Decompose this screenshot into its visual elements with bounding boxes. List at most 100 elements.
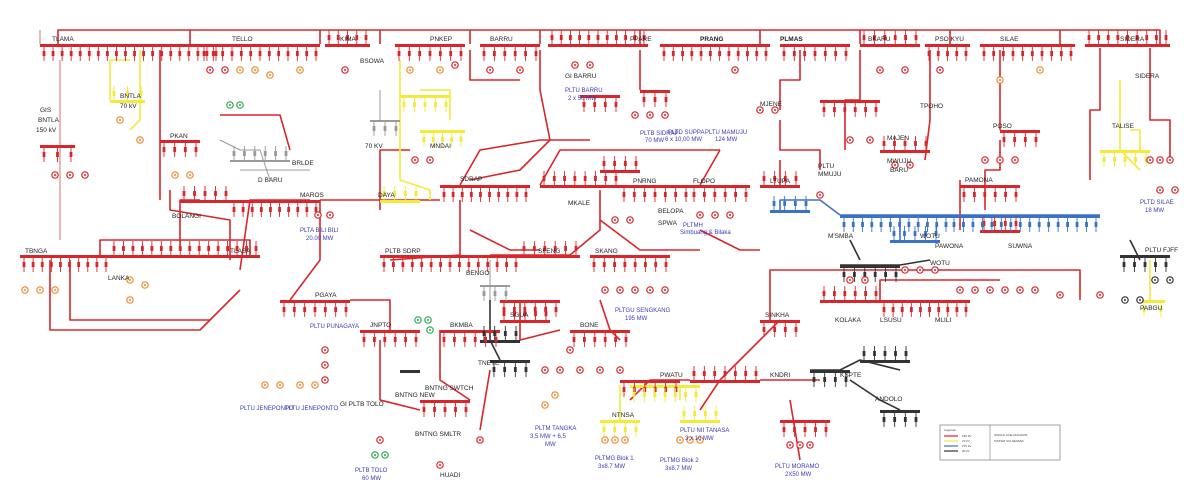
- breaker-309: [893, 141, 896, 146]
- bus-label-bkmba: BKMBA: [450, 322, 473, 329]
- transmission-line-49: [479, 369, 491, 431]
- breaker-217: [476, 262, 480, 267]
- breaker-42: [438, 51, 442, 56]
- breaker-247: [572, 337, 576, 342]
- generator-core-87: [1124, 299, 1126, 301]
- breaker-151: [622, 192, 626, 197]
- busbar-4: [480, 44, 540, 47]
- breaker-361: [694, 392, 698, 397]
- breaker-68: [718, 51, 722, 56]
- breaker-124: [241, 207, 245, 212]
- generator-core-82: [904, 269, 906, 271]
- bus-label-pltb_sdrp: PLTB SDRP: [385, 248, 421, 255]
- transmission-line-60: [1130, 129, 1141, 150]
- generator-core-113: [599, 369, 601, 371]
- breaker-202: [303, 307, 307, 312]
- breaker-409: [892, 231, 896, 236]
- bus-label-mkale: MKALE: [568, 200, 591, 207]
- breaker-250: [603, 337, 607, 342]
- breaker-196: [226, 246, 229, 251]
- plant-label-pltu_jeneponto2: PLTU JENEPONTO: [285, 406, 338, 412]
- breaker-108: [1145, 35, 1149, 40]
- breaker-157: [684, 192, 688, 197]
- generator-core-16: [454, 64, 456, 66]
- breaker-101: [1069, 51, 1073, 56]
- generator-core-32: [1169, 159, 1171, 161]
- breaker-97: [1030, 51, 1034, 56]
- bus-label-sfeng: SFENG: [538, 248, 560, 255]
- breaker-127: [269, 207, 272, 212]
- breaker-258: [414, 337, 418, 342]
- generator-core-21: [634, 114, 636, 116]
- generator-core-90: [1169, 279, 1171, 281]
- breaker-367: [693, 411, 697, 416]
- bus-label-belopa: BELOPA: [658, 208, 684, 215]
- transmission-line-7: [760, 29, 861, 44]
- breaker-266: [891, 307, 895, 312]
- transmission-line-16: [779, 50, 801, 110]
- generator-core-50: [279, 384, 281, 386]
- breaker-191: [178, 246, 182, 251]
- breaker-401: [1028, 222, 1032, 227]
- generator-core-92: [189, 174, 191, 176]
- busbar-40: [580, 95, 620, 98]
- breaker-43: [449, 51, 453, 56]
- breaker-143: [542, 176, 546, 181]
- breaker-268: [909, 307, 913, 312]
- breaker-238: [463, 337, 467, 342]
- breaker-166: [783, 176, 787, 181]
- breaker-366: [682, 411, 686, 416]
- breaker-286: [622, 387, 626, 392]
- breaker-435: [833, 377, 837, 382]
- breaker-228: [592, 262, 596, 267]
- breaker-156: [674, 192, 678, 197]
- breaker-303: [664, 97, 668, 102]
- breaker-326: [1014, 221, 1018, 226]
- generator-core-48: [129, 299, 131, 301]
- breaker-13: [160, 51, 164, 56]
- bus-label-bsowa: BSOWA: [360, 58, 385, 65]
- breaker-364: [623, 427, 627, 432]
- breaker-439: [883, 351, 887, 356]
- breaker-416: [863, 272, 867, 277]
- breaker-425: [482, 331, 486, 336]
- bus-label-sidera_top: SIDERA: [1120, 36, 1145, 43]
- breaker-225: [553, 246, 557, 251]
- breaker-350: [459, 137, 463, 142]
- breaker-189: [159, 246, 163, 251]
- breaker-24: [239, 51, 243, 56]
- breaker-454: [394, 126, 398, 131]
- generator-core-44: [39, 289, 41, 291]
- busbar-17: [540, 185, 620, 188]
- breaker-185: [122, 246, 125, 251]
- breaker-381: [842, 222, 846, 227]
- breaker-386: [888, 222, 892, 227]
- breaker-172: [1004, 192, 1007, 197]
- busbar-67: [400, 370, 420, 373]
- breaker-31: [305, 51, 309, 56]
- generator-core-72: [809, 444, 811, 446]
- transmission-line-52: [699, 229, 760, 251]
- breaker-429: [492, 367, 496, 372]
- breaker-428: [514, 331, 518, 336]
- plant-label-pltd_suppa: PLTD SUPPA: [668, 130, 704, 136]
- breaker-135: [460, 192, 464, 197]
- breaker-159: [703, 192, 706, 197]
- breaker-110: [1164, 35, 1168, 40]
- breaker-158: [692, 192, 696, 197]
- breaker-388: [907, 222, 911, 227]
- transmission-line-37: [99, 239, 251, 255]
- breaker-431: [513, 367, 517, 372]
- breaker-297: [602, 161, 606, 166]
- busbar-38: [600, 170, 640, 173]
- breaker-310: [903, 141, 907, 146]
- busbar-33: [880, 300, 970, 303]
- breaker-231: [623, 262, 627, 267]
- breaker-437: [862, 351, 866, 356]
- breaker-420: [1122, 262, 1126, 267]
- legend-box-title: SINGLE LINE DIAGRAM: [994, 433, 1028, 437]
- generator-core-114: [619, 369, 621, 371]
- breaker-341: [402, 102, 406, 107]
